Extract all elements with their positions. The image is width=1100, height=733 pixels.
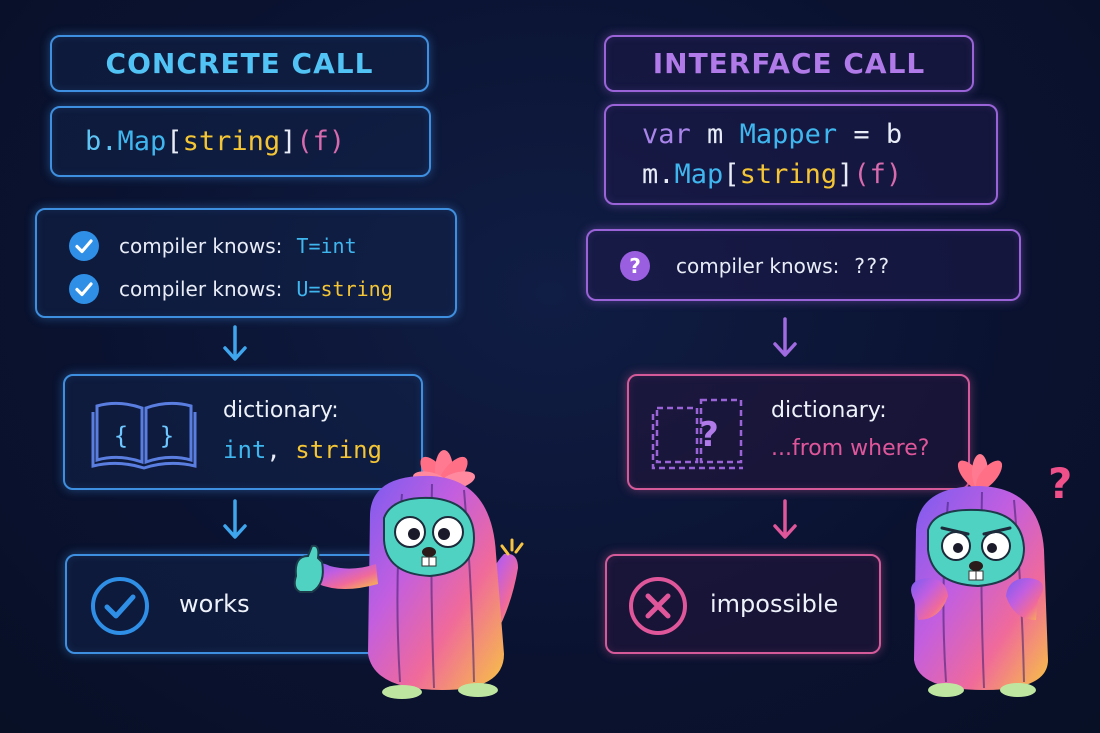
- x-circle-outline-icon: [629, 577, 687, 635]
- code-paren: ): [885, 158, 903, 190]
- confused-cactus-gopher-illustration: ?: [911, 454, 1072, 697]
- knows-row-u: compiler knows: U=string: [67, 272, 393, 306]
- knows-label: compiler knows:: [119, 277, 283, 301]
- down-arrow-icon: [223, 325, 247, 361]
- concrete-knows-box: compiler knows: T=int compiler knows: U=…: [35, 208, 457, 318]
- type-param-value: int: [320, 234, 357, 258]
- question-mark-icon: ?: [1048, 459, 1072, 508]
- knows-value: U=string: [296, 277, 392, 301]
- interface-knows-box: ? compiler knows: ???: [586, 229, 1021, 301]
- check-circle-icon: [69, 274, 99, 304]
- question-circle-icon: ?: [620, 251, 650, 281]
- svg-text:}: }: [160, 422, 174, 450]
- code-paren: (: [296, 125, 313, 157]
- code-var-name: m: [707, 118, 724, 150]
- code-bracket: ]: [837, 158, 854, 190]
- code-method: Map: [674, 158, 724, 190]
- type-param-name: U=: [296, 277, 321, 301]
- happy-cactus-gopher-illustration: [293, 450, 524, 699]
- code-bracket: [: [723, 158, 740, 190]
- code-receiver: m.: [642, 158, 675, 190]
- dictionary-label: dictionary:: [771, 398, 887, 423]
- result-works: works: [179, 590, 250, 618]
- concrete-dictionary-box: { } dictionary: int, string: [63, 374, 423, 490]
- code-paren: (: [853, 158, 870, 190]
- dictionary-from-where: ...from where?: [771, 436, 930, 461]
- svg-text:?: ?: [629, 254, 641, 278]
- code-method: Map: [117, 125, 167, 157]
- dictionary-label: dictionary:: [223, 398, 339, 423]
- dictionary-values: int, string: [223, 436, 382, 464]
- code-bracket: ]: [280, 125, 297, 157]
- knows-label: compiler knows:: [676, 254, 840, 278]
- code-interface-type: Mapper: [739, 118, 838, 150]
- concrete-code-line: b.Map[string](f): [85, 122, 429, 162]
- code-type: string: [182, 125, 281, 157]
- book-icon: { }: [91, 401, 197, 470]
- code-equals: =: [853, 118, 870, 150]
- concrete-call-title: CONCRETE CALL: [50, 35, 429, 92]
- dict-separator: ,: [266, 436, 281, 464]
- code-value: b: [885, 118, 903, 150]
- code-arg: f: [312, 125, 329, 157]
- interface-call-title: INTERFACE CALL: [604, 35, 974, 92]
- thumbs-up-icon: [293, 544, 324, 593]
- code-arg: f: [869, 158, 886, 190]
- concrete-code-box: b.Map[string](f): [50, 106, 431, 177]
- interface-code-line-1: var m Mapper = b: [642, 115, 996, 155]
- interface-code-line-2: m.Map[string](f): [642, 155, 996, 195]
- result-impossible: impossible: [710, 590, 839, 618]
- interface-call-title-text: INTERFACE CALL: [652, 47, 926, 80]
- interface-result-box: impossible: [605, 554, 881, 654]
- knows-row-t: compiler knows: T=int: [67, 229, 357, 263]
- down-arrow-icon: [773, 317, 797, 357]
- concrete-call-title-text: CONCRETE CALL: [105, 47, 374, 80]
- check-circle-outline-icon: [91, 577, 149, 635]
- svg-text:?: ?: [1048, 459, 1072, 508]
- down-arrow-icon: [223, 499, 247, 539]
- small-flower-icon: [500, 538, 524, 556]
- check-circle-icon: [69, 231, 99, 261]
- knows-value: T=int: [296, 234, 356, 258]
- knows-unknown-value: ???: [853, 254, 890, 278]
- missing-book-icon: ?: [651, 398, 743, 470]
- code-keyword: var: [642, 118, 691, 150]
- knows-row-unknown: ? compiler knows: ???: [618, 249, 890, 283]
- flower-icon: [957, 454, 1003, 490]
- interface-code-box: var m Mapper = b m.Map[string](f): [604, 104, 998, 205]
- code-bracket: [: [166, 125, 183, 157]
- down-arrow-icon: [773, 499, 797, 539]
- code-paren: ): [328, 125, 346, 157]
- interface-dictionary-box: ? dictionary: ...from where?: [627, 374, 970, 490]
- dict-value-int: int: [223, 436, 267, 464]
- type-param-name: T=: [296, 234, 321, 258]
- svg-text:{: {: [114, 422, 128, 450]
- knows-label: compiler knows:: [119, 234, 283, 258]
- svg-text:?: ?: [699, 415, 719, 455]
- type-param-value: string: [320, 277, 393, 301]
- code-type: string: [739, 158, 838, 190]
- code-receiver: b.: [85, 125, 118, 157]
- dict-value-string: string: [295, 436, 382, 464]
